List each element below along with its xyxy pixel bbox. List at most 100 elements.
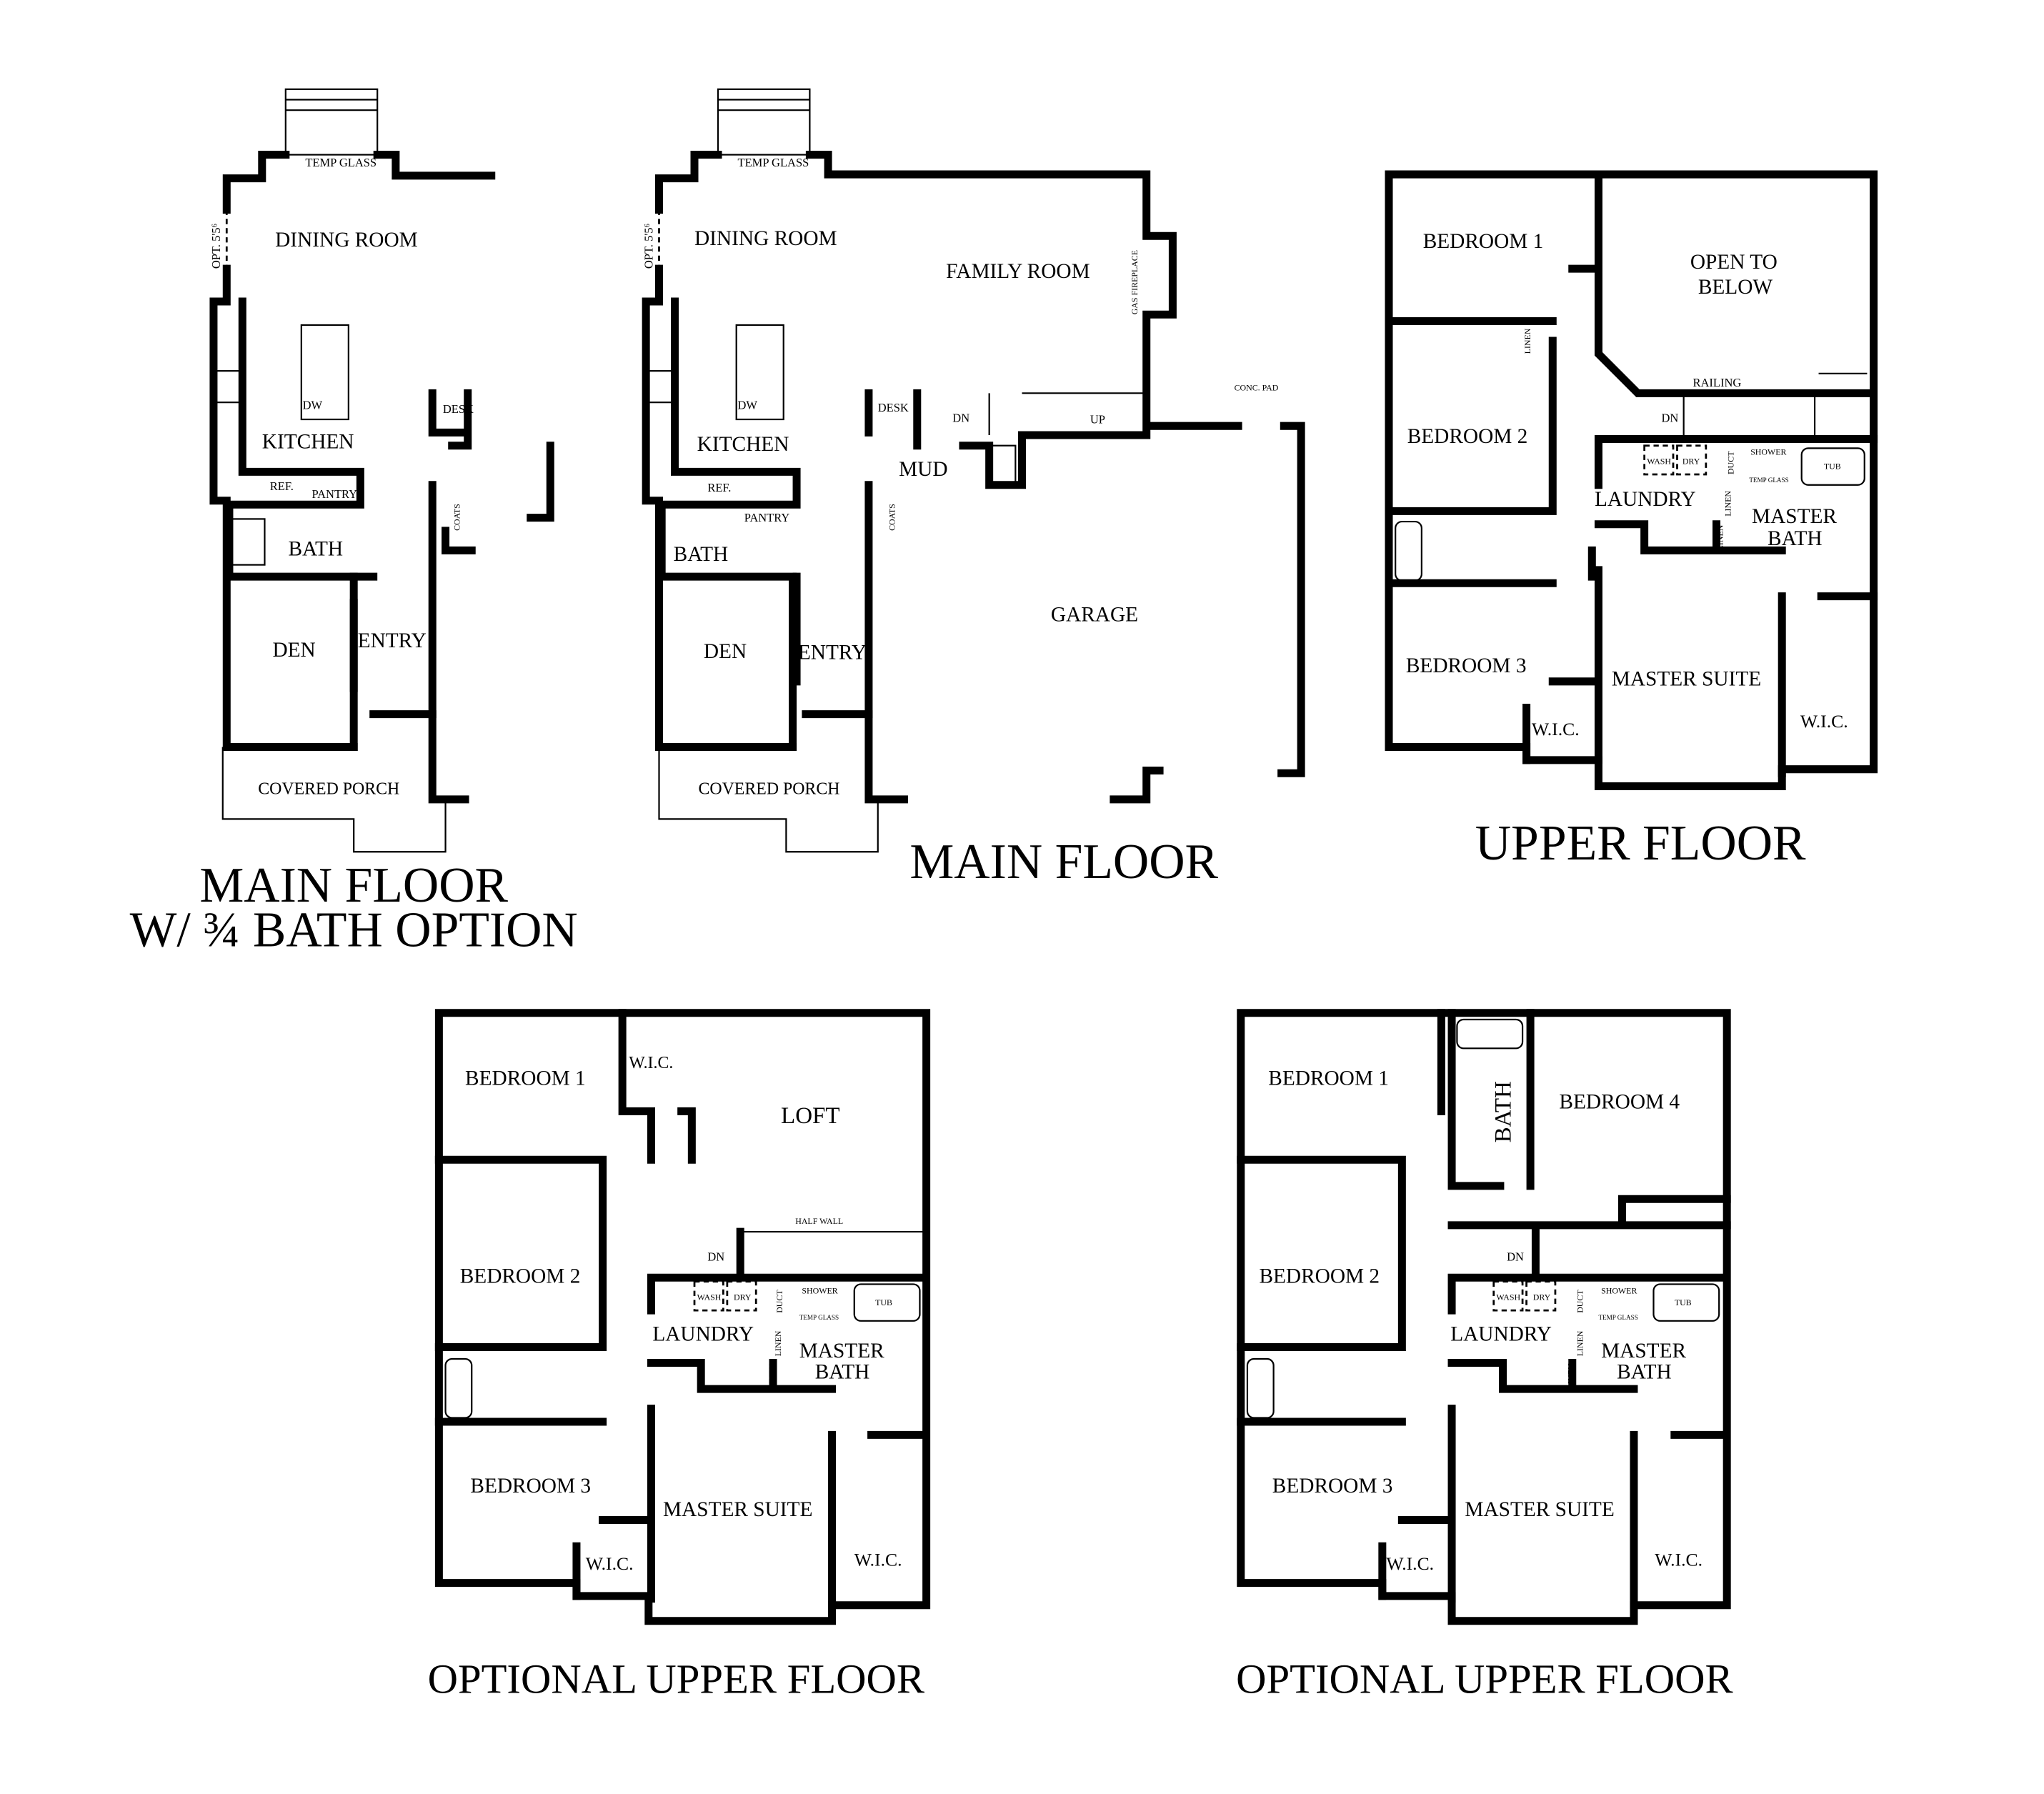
stairs-down-label: DN [1661,412,1678,425]
open-to-below-label: BELOW [1698,276,1773,299]
room-master-bath: BATH [815,1360,870,1383]
room-family: FAMILY ROOM [946,260,1090,283]
room-laundry: LAUNDRY [1450,1322,1552,1345]
washer-label: WASH [1647,456,1671,466]
room-walk-in-closet: W.I.C. [1800,711,1848,732]
shower-label: SHOWER [802,1285,837,1295]
linen-label: LINEN [1575,1330,1585,1356]
cooktop-icon [212,370,244,404]
duct-label: DUCT [1725,451,1735,474]
duct-label: DUCT [1575,1290,1585,1313]
room-dining: DINING ROOM [275,229,418,251]
linen-label: LINEN [1522,328,1532,354]
room-bedroom-2: BEDROOM 2 [1407,425,1528,448]
dishwasher-label: DW [738,398,758,412]
optional-window-label: OPT. 5'5⁶ [642,224,655,269]
refrigerator-label: REF. [707,481,731,494]
exterior-wall [642,151,1305,804]
room-loft: LOFT [781,1103,840,1129]
room-den: DEN [704,640,747,663]
temp-glass-label: TEMP GLASS [1598,1314,1637,1321]
linen-label: LINEN [1566,1363,1576,1389]
kitchen-island [300,324,349,421]
room-den: DEN [272,639,315,662]
refrigerator-label: REF. [270,479,294,493]
temp-glass-label: TEMP GLASS [1749,477,1788,484]
room-master-suite: MASTER SUITE [1465,1498,1614,1521]
room-bedroom-3: BEDROOM 3 [1406,654,1527,677]
dryer-label: DRY [1682,456,1700,466]
plan-title: MAIN FLOOR [909,834,1218,889]
room-bath: BATH [288,538,343,561]
plan-main-floor: TEMP GLASS OPT. 5'5⁶ DW REF. PANTRY DESK… [642,88,1305,889]
room-covered-porch: COVERED PORCH [699,780,840,799]
shower-label: SHOWER [1750,447,1786,457]
exterior-wall [434,1009,931,1625]
stairs-down-label: DN [952,412,969,425]
temp-glass-label: TEMP GLASS [799,1314,839,1321]
exterior-wall [1237,1009,1731,1625]
dryer-label: DRY [734,1292,752,1302]
room-walk-in-closet: W.I.C. [629,1054,673,1072]
plan-title: UPPER FLOOR [1475,816,1806,871]
exterior-wall [209,151,496,752]
room-walk-in-closet: W.I.C. [1386,1553,1434,1574]
open-to-below-label: OPEN TO [1690,251,1778,274]
room-bath: BATH [1491,1081,1517,1142]
room-master-bath: MASTER [1752,505,1837,528]
exterior-wall [1385,170,1878,791]
concrete-pad-label: CONC. PAD [1235,383,1279,393]
plan-optional-upper-bedroom4: DN WASH DRY DUCT SHOWER TEMP GLASS TUB L… [1236,1009,1733,1703]
tub-icon [1800,447,1865,486]
room-laundry: LAUNDRY [652,1322,754,1345]
optional-window-label: OPT. 5'5⁶ [209,224,223,269]
linen-label: LINEN [767,1363,777,1389]
stairs-down-label: DN [707,1250,724,1263]
room-kitchen: KITCHEN [262,430,354,453]
desk-label: DESK [878,401,909,414]
bathtub-icon [1395,520,1422,582]
room-bath: BATH [674,543,729,566]
plan-title: OPTIONAL UPPER FLOOR [1236,1656,1733,1703]
plan-main-floor-bath-option: TEMP GLASS OPT. 5'5⁶ DW REF. PANTRY DESK… [130,88,578,957]
room-garage: GARAGE [1051,603,1138,626]
washer-label: WASH [697,1292,722,1302]
room-bedroom-1: BEDROOM 1 [1423,230,1544,253]
room-walk-in-closet: W.I.C. [854,1550,902,1570]
plan-title: OPTIONAL UPPER FLOOR [428,1656,925,1703]
washer-label: WASH [1496,1292,1520,1302]
gas-fireplace-label: GAS FIREPLACE [1130,250,1140,314]
plan-subtitle: W/ ¾ BATH OPTION [130,902,578,957]
shower-icon [231,518,266,566]
room-bedroom-2: BEDROOM 2 [1259,1265,1380,1288]
stairs-down-label: DN [1507,1250,1524,1263]
tub-label: TUB [1824,462,1841,472]
temp-glass-label: TEMP GLASS [738,156,809,169]
linen-label: LINEN [1715,524,1725,550]
room-kitchen: KITCHEN [697,433,789,456]
room-bedroom-3: BEDROOM 3 [470,1475,591,1498]
pantry-label: PANTRY [744,511,790,524]
room-bedroom-4: BEDROOM 4 [1559,1091,1680,1114]
coats-label: COATS [452,504,462,531]
deck-steps [284,88,379,156]
plan-title: MAIN FLOOR [199,858,508,913]
dishwasher-label: DW [303,398,323,412]
tub-label: TUB [1675,1297,1692,1307]
room-walk-in-closet: W.I.C. [1532,719,1580,739]
plan-upper-floor: RAILING DN WASH DRY DUCT SHOWER TEMP GLA… [1385,170,1878,871]
linen-label: LINEN [1723,491,1733,517]
room-master-suite: MASTER SUITE [663,1498,812,1521]
room-laundry: LAUNDRY [1595,488,1696,511]
room-master-bath: MASTER [1601,1340,1686,1362]
room-walk-in-closet: W.I.C. [1655,1550,1702,1570]
coats-label: COATS [887,504,897,531]
plan-optional-upper-loft: HALF WALL DN WASH DRY DUCT SHOWER TEMP G… [428,1009,931,1703]
tub-label: TUB [875,1297,892,1307]
room-mud: MUD [899,458,947,481]
linen-label: LINEN [773,1330,783,1356]
duct-label: DUCT [774,1290,784,1313]
room-bedroom-1: BEDROOM 1 [1268,1067,1389,1090]
room-walk-in-closet: W.I.C. [586,1553,634,1574]
